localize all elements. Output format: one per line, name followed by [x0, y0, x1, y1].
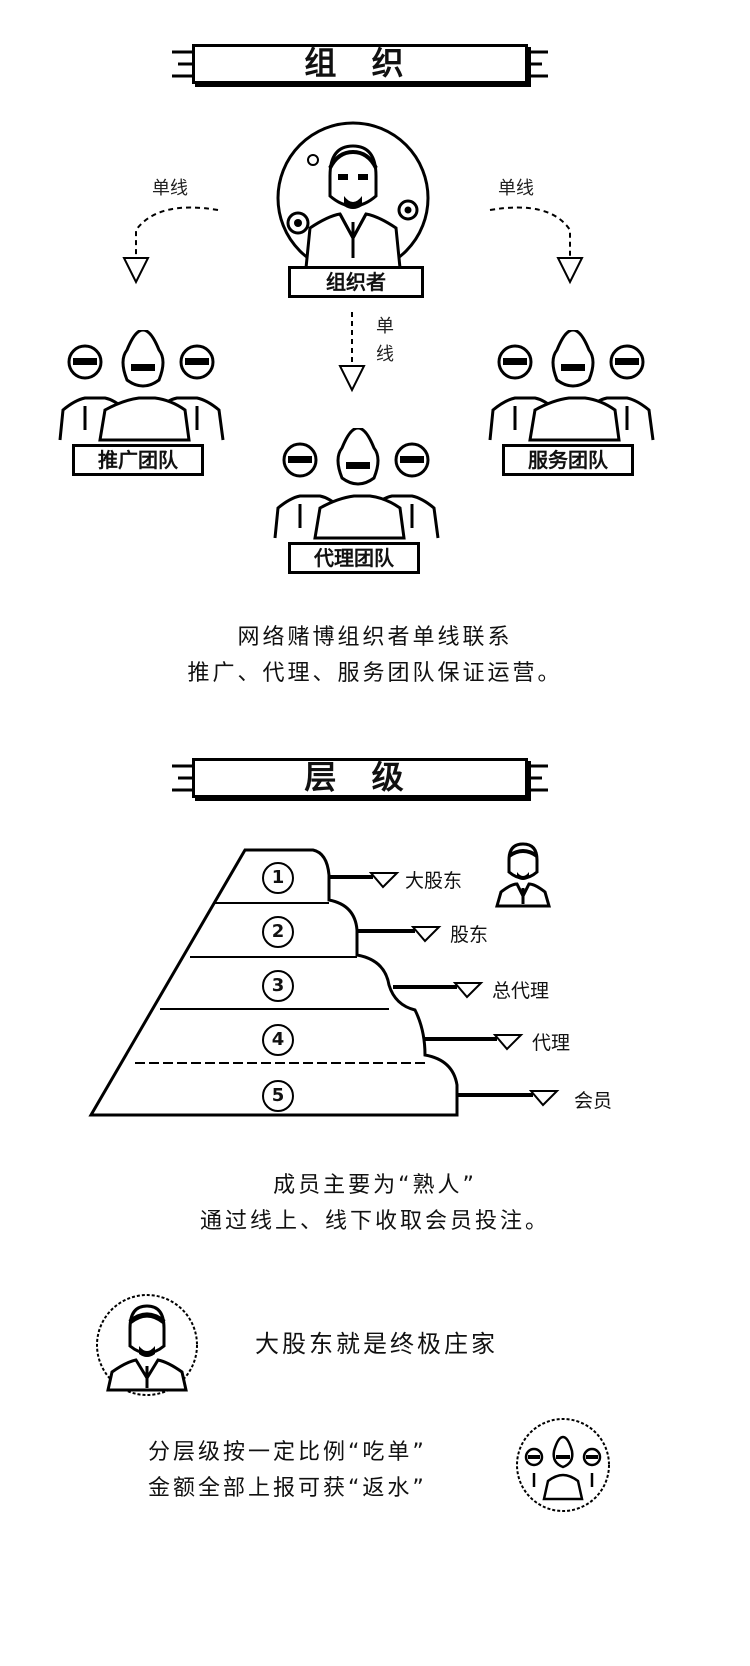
hierarchy-pyramid [88, 848, 560, 1117]
banker-avatar-icon [96, 1294, 198, 1396]
single-line-label-left: 单线 [152, 178, 188, 199]
tier-number: 2 [262, 916, 294, 948]
tier-number: 4 [262, 1024, 294, 1056]
tier-label-general-agent: 总代理 [492, 980, 550, 1002]
single-line-label-mid-bottom: 线 [376, 344, 394, 365]
section2-caption-line2: 通过线上、线下收取会员投注。 [199, 1209, 550, 1234]
organizer-illustration [276, 121, 430, 275]
team-service-label: 服务团队 [502, 444, 634, 476]
banker-text: 大股东就是终极庄家 [255, 1330, 498, 1358]
team-group-mid [273, 428, 440, 540]
tier-number: 5 [262, 1080, 294, 1112]
section-title: 层 级 [304, 758, 416, 796]
tier-number: 3 [262, 970, 294, 1002]
arrow-right [489, 206, 584, 285]
banner-frame [192, 758, 528, 798]
single-line-label-mid-top: 单 [376, 316, 394, 337]
arrow-left [122, 206, 219, 285]
single-line-label-right: 单线 [498, 178, 534, 199]
team-group-left [58, 330, 225, 442]
tier-label-member: 会员 [574, 1090, 613, 1112]
team-agent-label: 代理团队 [288, 542, 420, 574]
section-banner-hierarchy: 层 级 [170, 752, 550, 804]
team-group-right [488, 330, 655, 442]
tier-label-shareholder: 股东 [450, 924, 489, 946]
tier-number: 1 [262, 862, 294, 894]
banner-frame [192, 44, 528, 84]
arrow-mid [338, 312, 366, 393]
section2-caption-line1: 成员主要为“熟人” [273, 1173, 477, 1198]
team-promotion-label: 推广团队 [72, 444, 204, 476]
commission-text-line1: 分层级按一定比例“吃单” [148, 1440, 427, 1465]
tier-label-agent: 代理 [532, 1032, 571, 1054]
organizer-label: 组织者 [288, 266, 424, 298]
commission-text-line2: 金额全部上报可获“返水” [148, 1476, 427, 1501]
banner-decoration [172, 764, 548, 792]
tier-label-major-shareholder: 大股东 [405, 870, 463, 892]
section1-caption-line2: 推广、代理、服务团队保证运营。 [187, 661, 563, 686]
section-title: 组 织 [304, 44, 416, 82]
section-banner-organization: 组 织 [170, 38, 550, 90]
major-shareholder-avatar-icon [495, 842, 551, 908]
section1-caption-line1: 网络赌博组织者单线联系 [237, 625, 513, 650]
banner-decoration [172, 50, 548, 78]
team-avatar-icon [516, 1418, 610, 1512]
